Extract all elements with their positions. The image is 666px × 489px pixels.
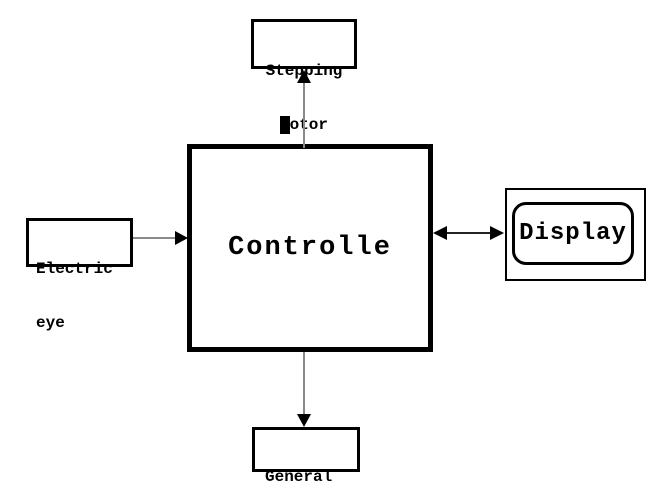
display-screen-shape: Display [512, 202, 634, 265]
arrowhead-left-icon [433, 226, 447, 240]
electric-eye-label-line1: Electric [36, 260, 113, 278]
electric-eye-label-line2: eye [36, 314, 65, 332]
stepping-motor-label-line2: Motor [279, 116, 328, 134]
arrowhead-up-icon [297, 70, 311, 83]
arrowhead-down-icon [297, 414, 311, 427]
arrowhead-right-icon [175, 231, 188, 245]
node-stepping-motor: Stepping Motor [251, 19, 357, 134]
node-controller: Controlle [187, 144, 433, 352]
node-display: Display [505, 188, 646, 281]
arrowhead-right-display-icon [490, 226, 504, 240]
node-electric-eye: Electric eye [26, 218, 133, 332]
connector-controller-display-bidirectional [445, 232, 492, 234]
connector-electric-eye-to-controller [133, 237, 176, 239]
general-electric-label-line1: General [265, 468, 333, 486]
display-label: Display [519, 220, 627, 247]
connector-controller-to-general-electric [303, 352, 305, 415]
connector-controller-to-stepping-motor [303, 80, 305, 148]
controller-label: Controlle [228, 233, 392, 263]
node-general-electric: General Electric [252, 427, 360, 486]
